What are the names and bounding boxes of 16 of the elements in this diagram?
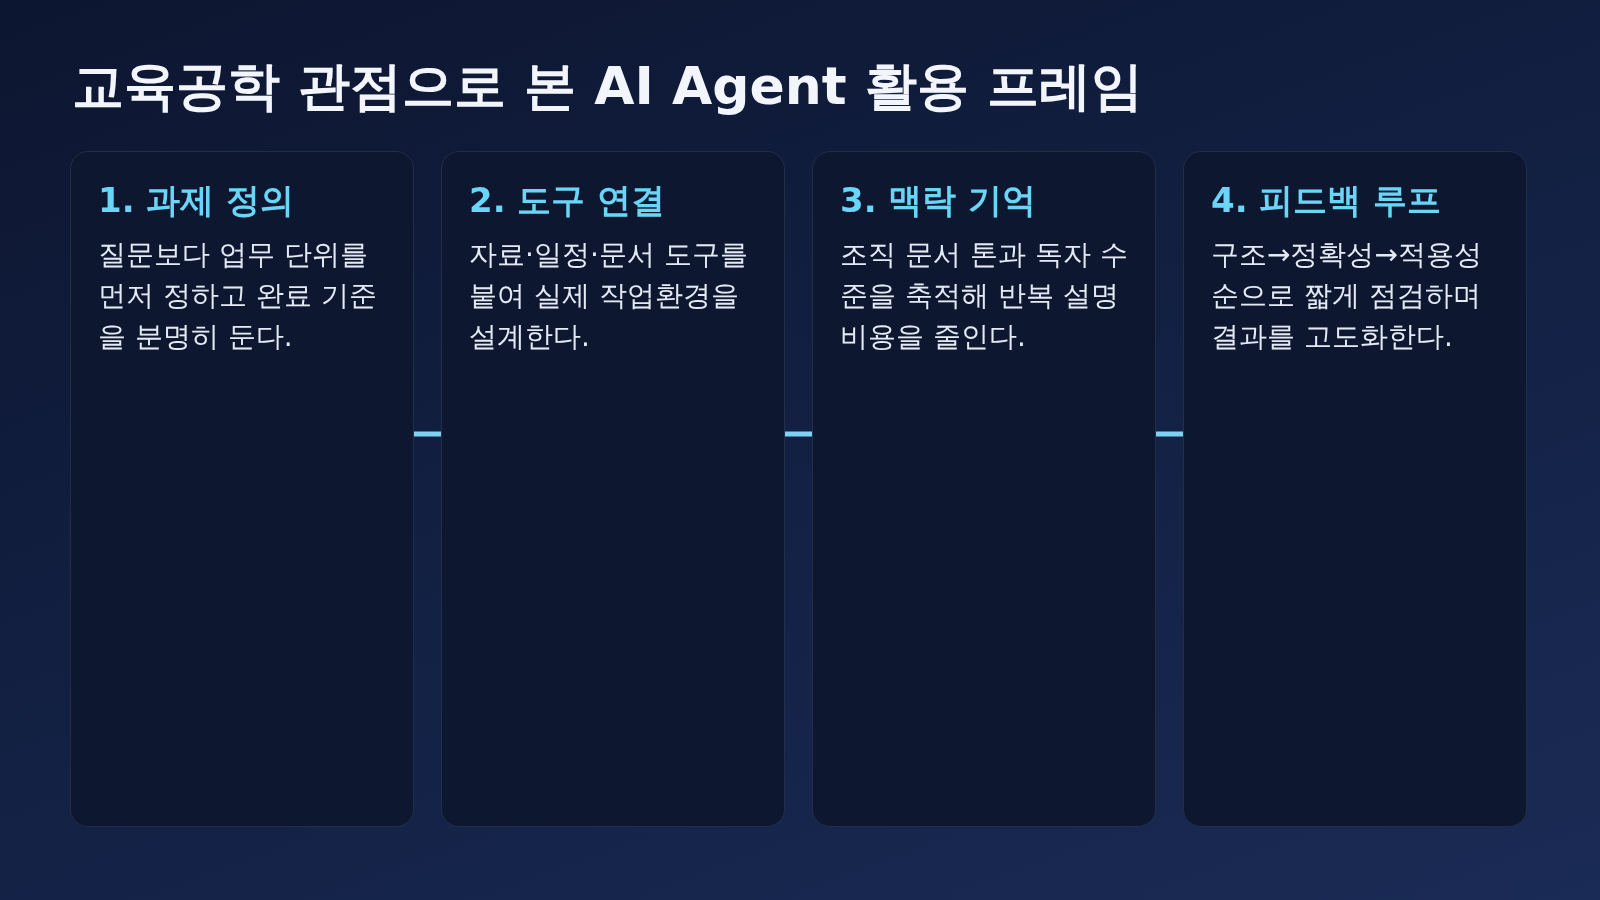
- connector-line: [785, 431, 812, 437]
- card-text: 자료·일정·문서 도구를 붙여 실제 작업환경을 설계한다.: [469, 237, 749, 355]
- step-card: [812, 151, 1156, 827]
- card-text: 조직 문서 톤과 독자 수준을 축적해 반복 설명 비용을 줄인다.: [840, 237, 1129, 355]
- title: 교육공학 관점으로 본 AI Agent 활용 프레임: [72, 55, 1143, 118]
- step-card: [1183, 151, 1527, 827]
- connector-line: [414, 431, 441, 437]
- card-text: 질문보다 업무 단위를 먼저 정하고 완료 기준을 분명히 둔다.: [98, 237, 378, 355]
- step-card: [70, 151, 414, 827]
- card-heading: 2. 도구 연결: [469, 179, 666, 222]
- connector-line: [1156, 431, 1183, 437]
- card-heading: 4. 피드백 루프: [1211, 179, 1442, 222]
- step-card: [441, 151, 785, 827]
- card-heading: 3. 맥락 기억: [840, 179, 1037, 222]
- card-text: 구조→정확성→적용성 순으로 짧게 점검하며 결과를 고도화한다.: [1211, 237, 1483, 355]
- card-heading: 1. 과제 정의: [98, 179, 295, 222]
